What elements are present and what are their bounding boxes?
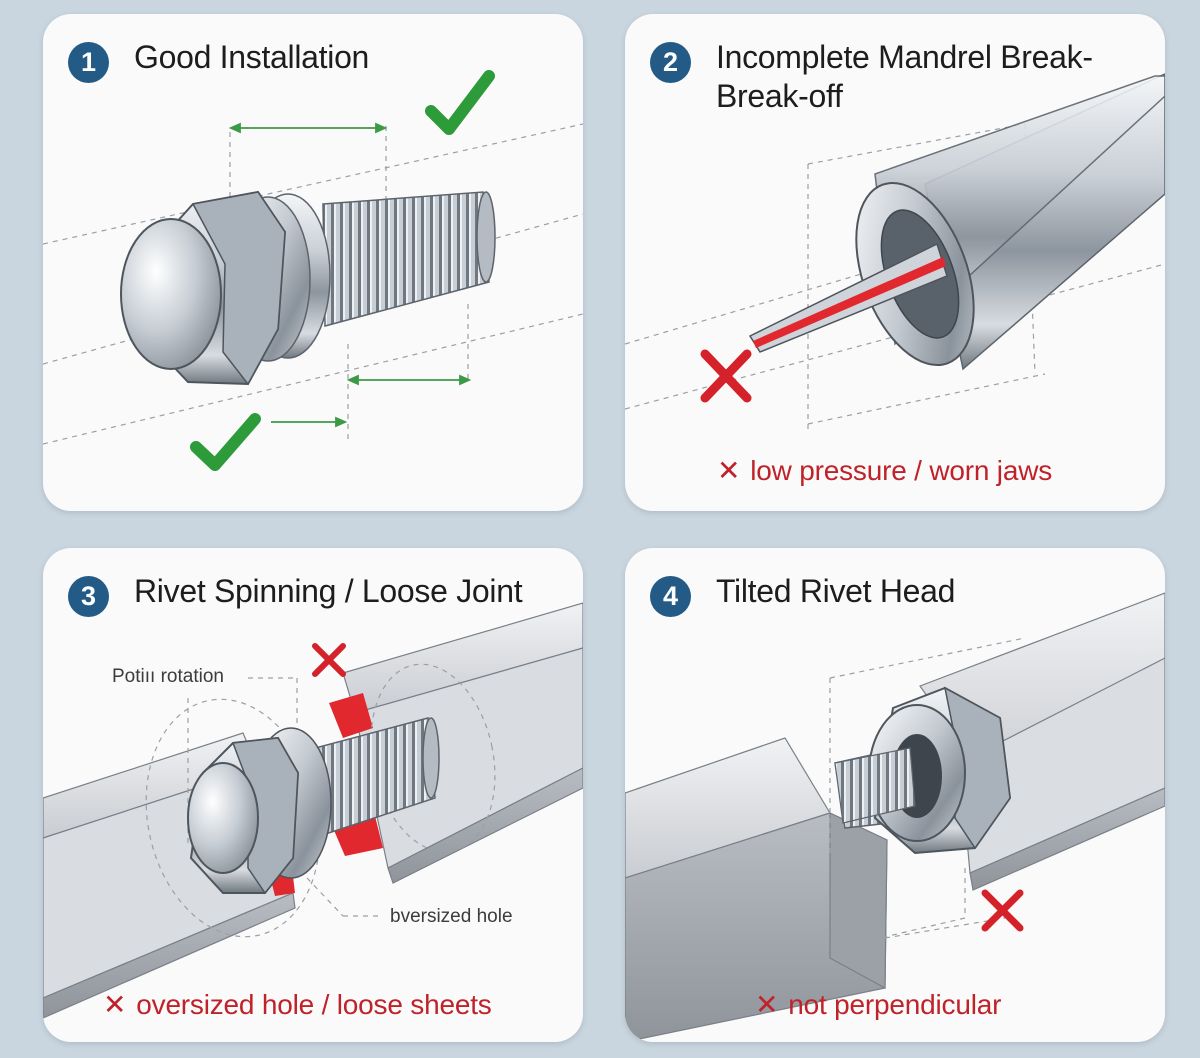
check-icon xyxy=(425,70,495,135)
panel-title: Tilted Rivet Head xyxy=(716,573,956,609)
tilted-head-illustration xyxy=(625,592,1165,1042)
failure-caption: ✕ oversized hole / loose sheets xyxy=(103,988,492,1021)
panel-title: Incomplete Mandrel Break-Break-off xyxy=(716,39,1093,114)
failure-caption-text: low pressure / worn jaws xyxy=(750,455,1053,486)
cross-icon xyxy=(700,349,752,403)
broken-mandrel xyxy=(748,242,948,353)
failure-caption: ✕ low pressure / worn jaws xyxy=(717,454,1052,487)
mandrel-illustration xyxy=(625,73,1165,434)
panel-title: Good Installation xyxy=(134,39,370,75)
failure-caption-text: oversized hole / loose sheets xyxy=(136,989,492,1020)
panel-title: Rivet Spinning / Loose Joint xyxy=(134,573,523,609)
cross-icon xyxy=(312,643,346,677)
upper-sheet xyxy=(342,602,583,884)
oversized-gap xyxy=(329,693,373,738)
rivet xyxy=(187,717,440,895)
rivet-sleeve xyxy=(855,73,1165,371)
panel-good-installation: 1 Good Installation xyxy=(43,14,583,511)
step-badge: 2 xyxy=(650,42,691,83)
step-badge: 4 xyxy=(650,576,691,617)
panel-tilted-head: 4 Tilted Rivet Head ✕ not perpendicular xyxy=(625,548,1165,1042)
cross-icon: ✕ xyxy=(717,455,741,486)
cross-icon: ✕ xyxy=(755,989,779,1020)
panel-mandrel-break: 2 Incomplete Mandrel Break-Break-off ✕ lo… xyxy=(625,14,1165,511)
failure-caption: ✕ not perpendicular xyxy=(755,988,1001,1021)
check-icon xyxy=(190,413,261,471)
oversized-hole-callout: bversized hole xyxy=(390,906,513,927)
good-installation-illustration xyxy=(43,70,583,471)
bolt xyxy=(120,190,496,386)
step-badge: 3 xyxy=(68,576,109,617)
cross-icon: ✕ xyxy=(103,989,127,1020)
rivet-spinning-illustration xyxy=(43,602,583,1019)
tilted-rivet xyxy=(834,686,1012,855)
step-badge: 1 xyxy=(68,42,109,83)
cross-icon xyxy=(981,889,1024,932)
failure-caption-text: not perpendicular xyxy=(788,989,1002,1020)
rotation-callout: Potiıı rotation xyxy=(112,666,224,687)
panel-rivet-spinning: 3 Rivet Spinning / Loose Joint Potiıı ro… xyxy=(43,548,583,1042)
